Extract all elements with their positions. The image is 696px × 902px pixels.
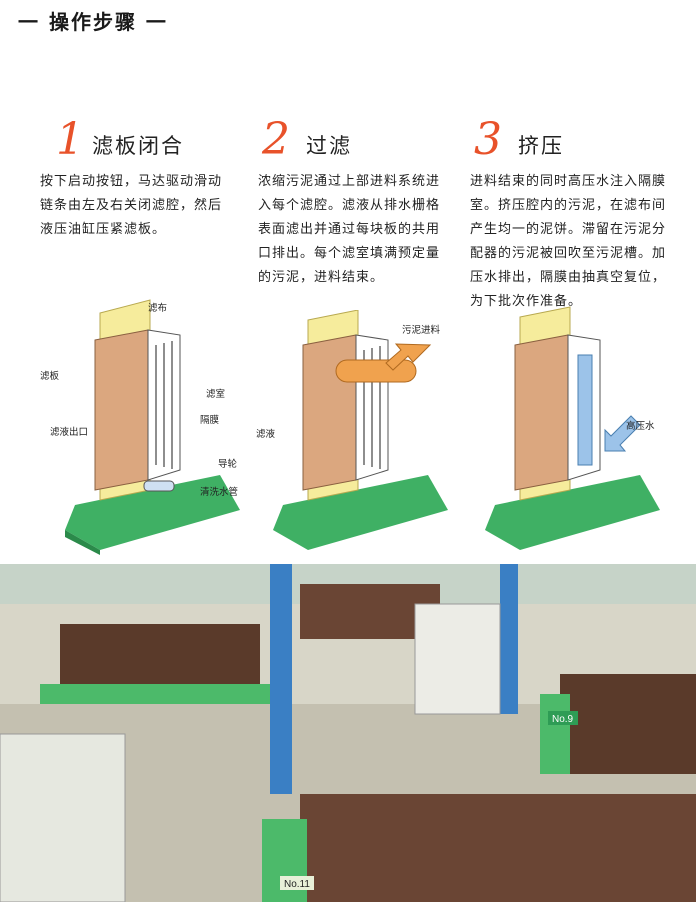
hp-water-arrow [604,415,641,452]
label-roller: 导轮 [218,459,238,470]
pressurized-membrane [577,354,593,466]
filter-plate-diagram-1 [65,299,240,555]
press-machine [560,674,696,774]
step-2-line: 入每个滤腔。滤液从排水栅格 [258,198,441,213]
label-hp-water: 高压水 [626,421,655,432]
base-plate [65,475,240,550]
press-machine [300,794,696,902]
step-1-number: 1 [56,114,84,165]
filter-plate-diagram-2 [273,310,448,550]
step-2-line: 的污泥，进料结束。 [258,270,385,285]
step-3-line: 产生均一的泥饼。滞留在污泥分 [470,222,667,237]
step-2-line: 表面滤出并通过每块板的共用 [258,222,441,237]
step-1-line: 链条由左及右关闭滤腔，然后 [40,198,223,213]
step-3-line: 为下批次作准备。 [470,294,583,309]
label-filtrate: 滤液 [256,429,276,440]
feed-arrow [385,343,432,371]
step-2-line: 口排出。每个滤室填满预定量 [258,246,441,261]
filter-plate [514,334,569,491]
step-3-line: 室。挤压腔内的污泥，在滤布间 [470,198,667,213]
base-plate [485,475,660,550]
step-2-line: 浓缩污泥通过上部进料系统进 [258,174,441,189]
filter-plate [94,329,149,491]
control-cabinet [414,603,501,715]
control-cabinet [0,733,126,902]
step-2-number: 2 [262,114,290,165]
filter-plate-diagram-3 [485,306,660,550]
feed-pipe [335,359,417,383]
step-3-title: 挤压 [518,134,564,158]
label-feed: 污泥进料 [402,325,441,336]
step-1-line: 液压油缸压紧滤板。 [40,222,167,237]
base-plate-edge [65,530,100,555]
step-3-line: 压水排出，隔膜由抽真空复位， [470,270,667,285]
machine-tag [548,711,578,725]
blue-pillar [500,564,518,714]
membrane [155,341,173,469]
base-plate [273,475,448,550]
machine-label-no11: No.11 [284,879,310,890]
page-title: 一 操作步骤 一 [18,10,168,34]
label-plate: 滤板 [40,371,60,382]
press-frame [540,694,570,774]
factory-photo: No.9 No.11 [0,564,696,902]
label-chamber: 滤室 [206,389,226,400]
step-3-text: 进料结束的同时高压水注入隔膜 室。挤压腔内的污泥，在滤布间 产生均一的泥饼。滞留… [470,170,690,314]
label-wash-pipe: 清洗水管 [200,487,239,498]
press-frame [40,684,270,704]
label-membrane: 隔膜 [200,415,220,426]
step-2-title: 过滤 [306,134,352,158]
label-outlet: 滤液出口 [50,427,89,438]
step-3-line: 配器的污泥被回吹至污泥槽。加 [470,246,667,261]
label-cloth: 滤布 [148,303,168,314]
filter-plate [302,334,357,491]
machine-tag [280,876,314,890]
step-1-text: 按下启动按钮，马达驱动滑动 链条由左及右关闭滤腔，然后 液压油缸压紧滤板。 [40,170,235,242]
step-2-text: 浓缩污泥通过上部进料系统进 入每个滤腔。滤液从排水栅格 表面滤出并通过每块板的共… [258,170,458,290]
roller [143,480,175,492]
step-3-number: 3 [474,114,502,165]
step-3-line: 进料结束的同时高压水注入隔膜 [470,174,667,189]
step-1-title: 滤板闭合 [92,134,184,158]
machine-label-no9: No.9 [552,714,574,725]
blue-pillar [270,564,292,794]
step-1-line: 按下启动按钮，马达驱动滑动 [40,174,223,189]
